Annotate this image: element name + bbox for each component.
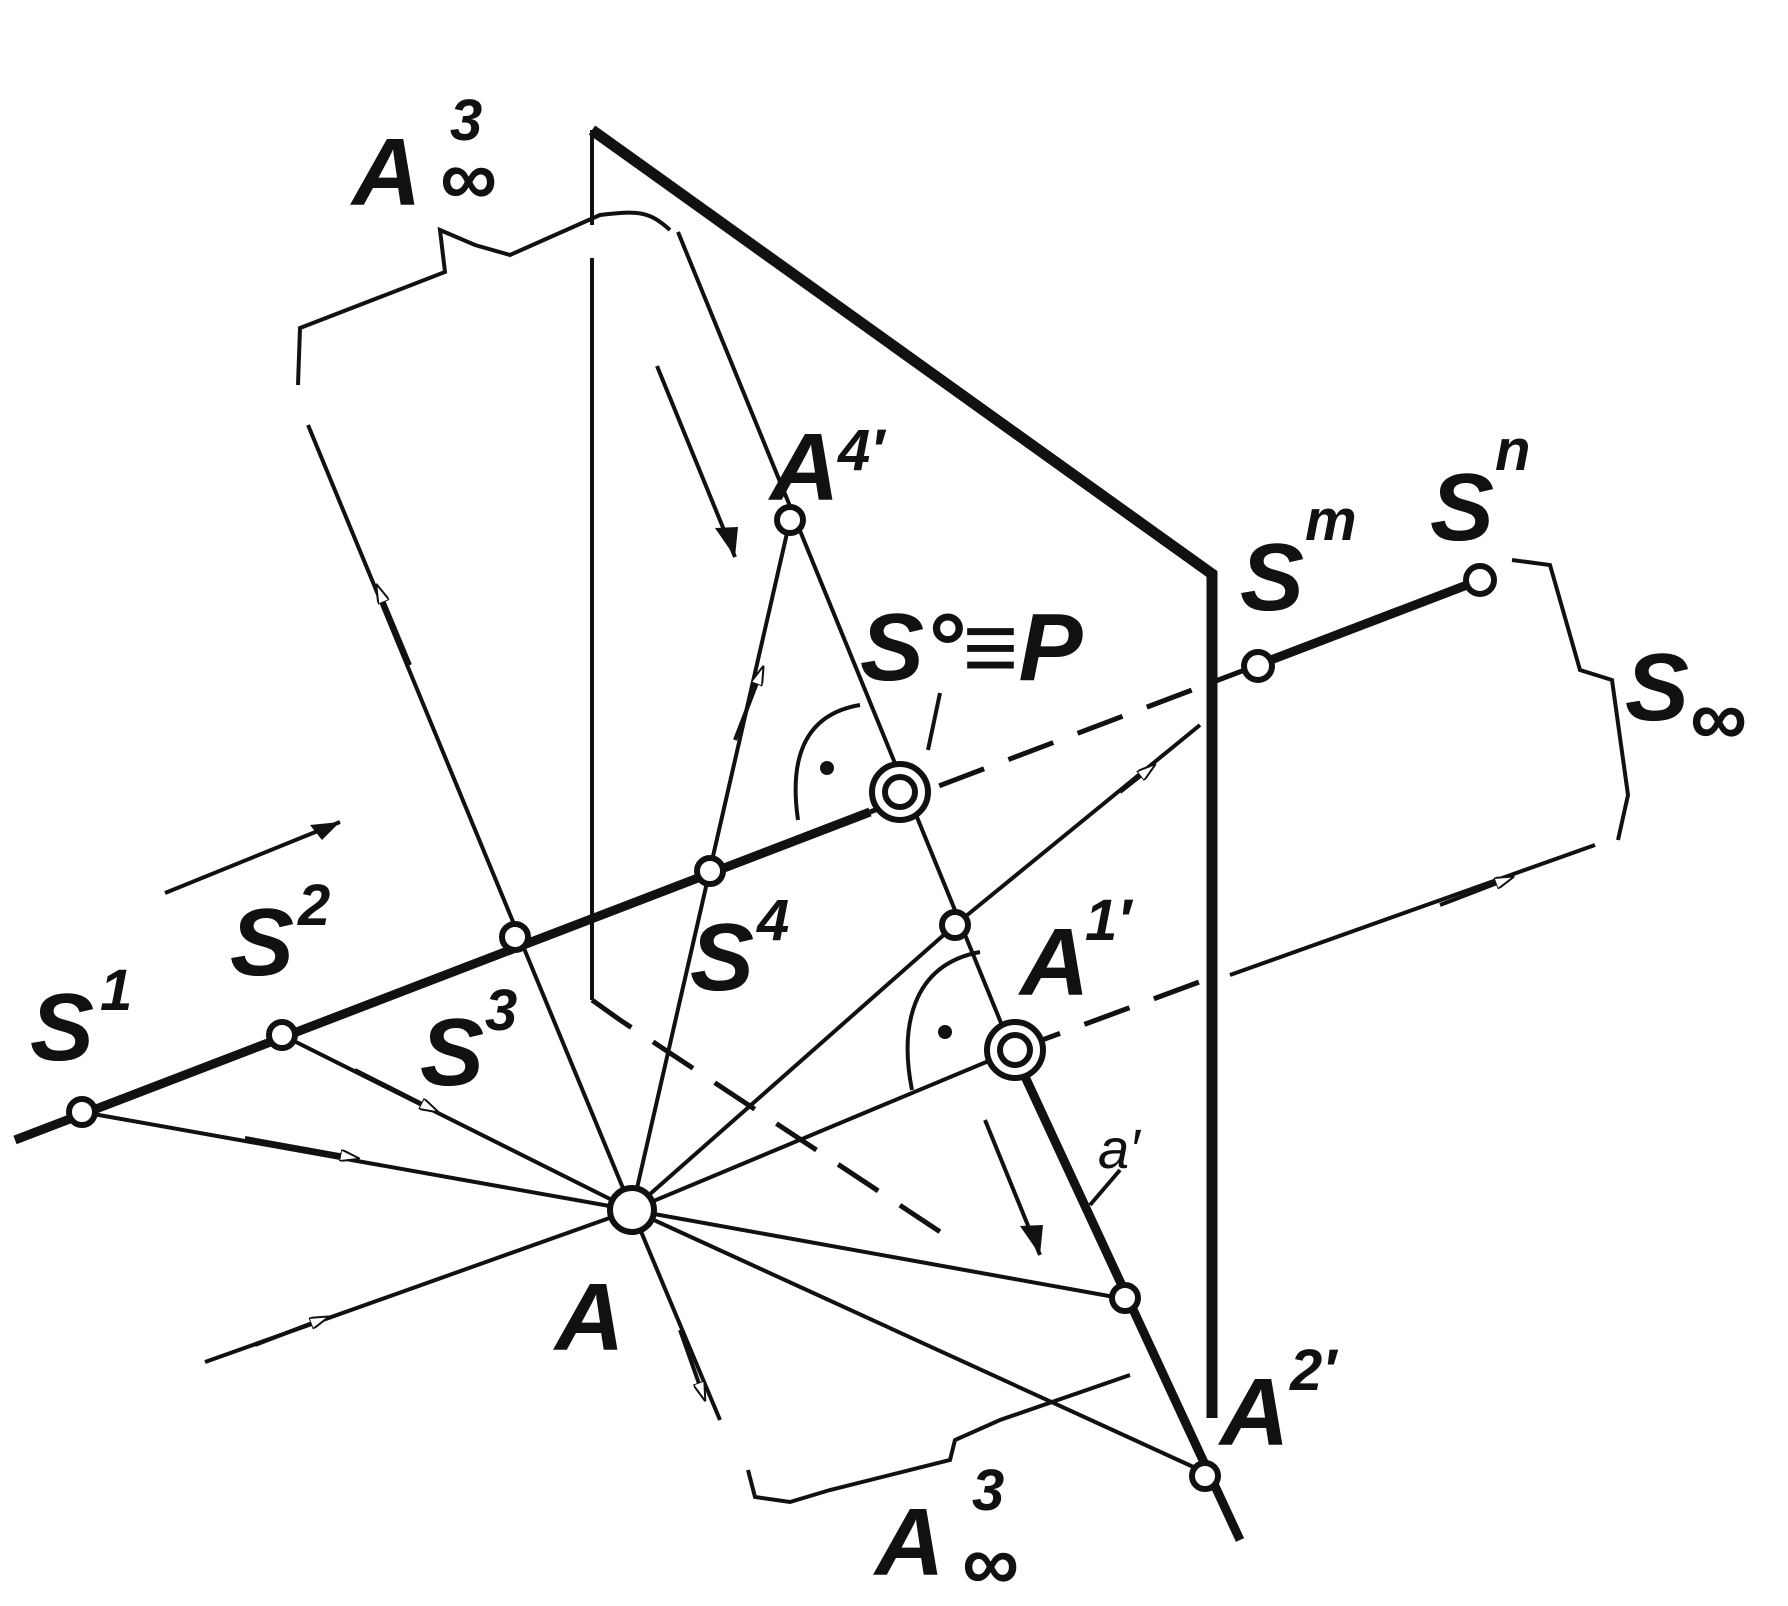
point-s2 xyxy=(266,1019,298,1051)
projecting-rays xyxy=(81,424,1596,1472)
label-s4-sup: 4 xyxy=(756,888,789,953)
image-line xyxy=(676,231,1245,1542)
point-s1 xyxy=(66,1096,98,1128)
label-a1: A xyxy=(1018,909,1089,1016)
leaders xyxy=(926,692,1122,1207)
label-sm-sup: m xyxy=(1305,488,1357,553)
right-angle-marks xyxy=(793,703,981,1091)
label-s-inf-sub: ∞ xyxy=(1690,673,1747,762)
label-s2: S xyxy=(230,889,294,996)
label-a2: A xyxy=(1218,1359,1289,1466)
label-s1-sup: 1 xyxy=(100,958,132,1023)
label-sn: S xyxy=(1430,454,1494,561)
point-a1 xyxy=(939,909,971,941)
label-s3: S xyxy=(420,999,484,1106)
label-s0p: S°≡P xyxy=(860,594,1083,701)
label-a4: A xyxy=(768,414,839,521)
label-sm: S xyxy=(1240,524,1304,631)
label-s2-sup: 2 xyxy=(297,873,330,938)
point-s3 xyxy=(499,921,531,953)
picture-plane xyxy=(588,125,1218,1418)
line-s-points xyxy=(13,575,1482,1145)
label-sn-sup: n xyxy=(1495,418,1530,483)
label-a-inf-top: A xyxy=(350,119,421,226)
point-s4 xyxy=(694,855,726,887)
label-a1-sup: 1′ xyxy=(1085,888,1133,953)
ray-arrows xyxy=(244,593,1505,1392)
braces xyxy=(296,210,1631,1505)
point-lower-inner xyxy=(997,1032,1033,1068)
label-s1: S xyxy=(30,974,94,1081)
point-a-lower xyxy=(1109,1282,1141,1314)
label-a-inf-bottom-sub: ∞ xyxy=(962,1518,1019,1606)
label-a4-sup: 4′ xyxy=(837,418,886,483)
point-a2 xyxy=(1189,1460,1221,1492)
point-p-inner xyxy=(882,774,918,810)
label-a-inf-top-sub: ∞ xyxy=(440,133,497,222)
point-a4 xyxy=(774,504,806,536)
label-s4: S xyxy=(690,904,754,1011)
points xyxy=(66,504,1497,1492)
labels: A 3 ∞ A 4′ S°≡P S m S n S ∞ S 1 S 2 S 3 … xyxy=(30,88,1747,1606)
label-a-inf-bottom: A xyxy=(873,1489,944,1596)
point-sm xyxy=(1241,649,1275,683)
label-a-inf-bottom-sup: 3 xyxy=(972,1458,1004,1523)
label-s3-sup: 3 xyxy=(485,978,517,1043)
point-a xyxy=(607,1185,657,1235)
direction-arrows xyxy=(164,365,1043,1256)
label-a2-sup: 2′ xyxy=(1289,1338,1338,1403)
label-a-inf-top-sup: 3 xyxy=(450,88,482,153)
label-a-center: A xyxy=(553,1264,624,1371)
label-s-inf: S xyxy=(1625,634,1689,741)
point-sn xyxy=(1463,563,1497,597)
label-a-small: a′ xyxy=(1098,1117,1142,1180)
